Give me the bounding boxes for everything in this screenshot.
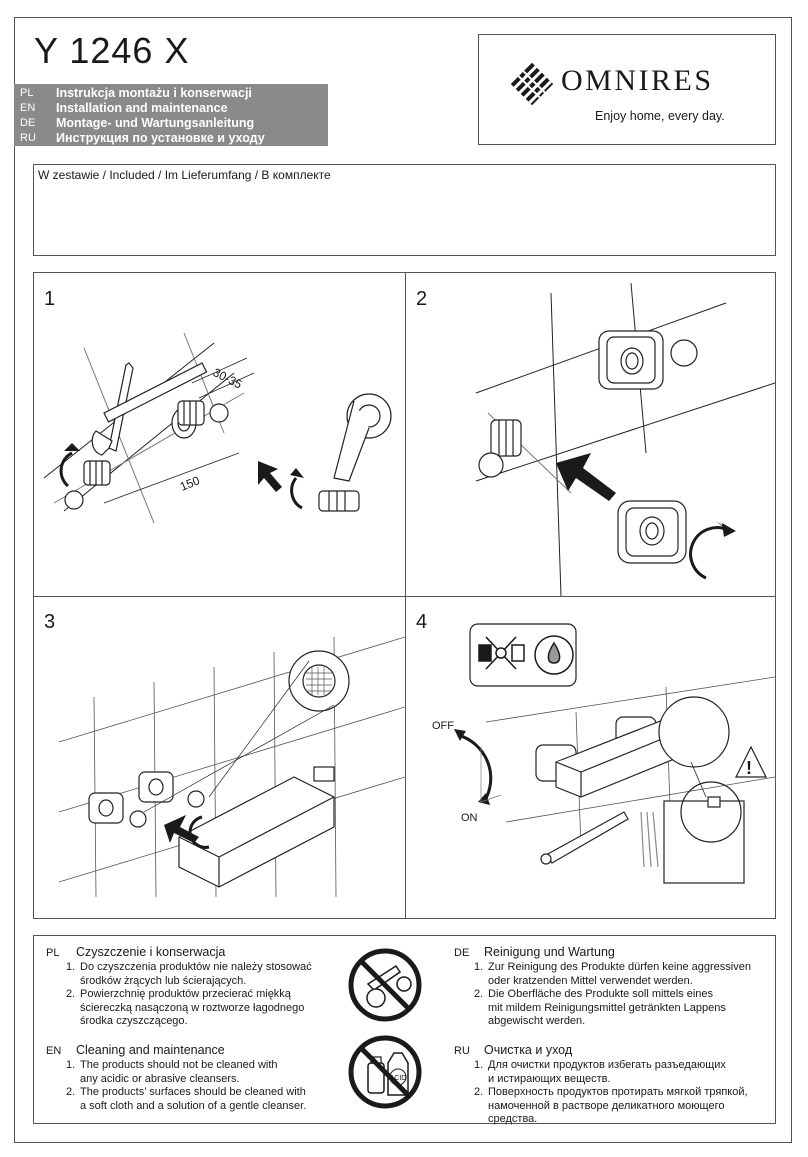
maintenance-pl: PL Czyszczenie i konserwacja 1. Do czyszcz… [46,945,346,1029]
item-number: 2. [474,1086,484,1099]
included-label: W zestawie / Included / Im Lieferumfang … [38,168,331,182]
item-text: Powierzchnię produktów przecierać miękką… [80,988,305,1028]
section-heading: PL Czyszczenie i konserwacja [46,945,346,961]
maintenance-section: PL Czyszczenie i konserwacja 1. Do czyszcz… [33,935,776,1127]
no-abrasive-icon [348,948,422,1022]
item-text: The products’ surfaces should be cleaned… [80,1086,307,1112]
item-number: 2. [66,988,76,1001]
item-text: Zur Reinigung des Produkte dürfen keine … [488,961,751,987]
list-item: 1. Do czyszczenia produktów nie należy st… [46,961,346,988]
model-number: Y 1246 X [34,30,190,71]
item-number: 2. [474,988,484,1001]
on-label: ON [461,812,478,824]
list-item: 2. Powierzchnię produktów przecierać mięk… [46,988,346,1029]
item-text: The products should not be cleaned with … [80,1059,278,1085]
lang-title: Инструкция по установке и уходу [56,131,265,145]
lang-code: EN [20,102,36,114]
grid-divider-horizontal [34,596,775,597]
lang-title: Montage- und Wartungsanleitung [56,116,255,130]
no-acid-icon: ACID [348,1035,422,1109]
item-text: Поверхность продуктов протирать мягкой т… [488,1086,748,1126]
list-item: 2. Die Oberfläche des Produkte soll mitte… [454,988,774,1029]
step-1-number: 1 [44,288,56,310]
instruction-list: 1. Zur Reinigung des Produkte dürfen kein… [454,961,774,1029]
item-number: 1. [474,961,484,973]
step-2-number: 2 [416,288,428,310]
step-1-illustration: 30-35 150 [43,332,392,524]
brand-name: OMNIRES [561,64,714,97]
section-heading: RU Очистка и уход [454,1043,774,1059]
section-title: Cleaning and maintenance [76,1043,225,1057]
maintenance-de: DE Reinigung und Wartung 1. Zur Reinigung … [454,945,774,1029]
lang-title: Installation and maintenance [56,101,228,115]
step-2-illustration [475,282,775,596]
section-heading: DE Reinigung und Wartung [454,945,774,961]
instruction-list: 1. Do czyszczenia produktów nie należy st… [46,961,346,1029]
lang-code: RU [20,132,36,144]
step-4-illustration: ! OFF ON [432,623,775,884]
instruction-list: 1. Для очистки продуктов избегать разъеда… [454,1059,774,1127]
maintenance-ru: RU Очистка и уход 1. Для очистки продуктов… [454,1043,774,1127]
warning-icon: ! [746,758,752,778]
item-text: Die Oberfläche des Produkte soll mittels… [488,988,726,1028]
section-title: Reinigung und Wartung [484,945,615,959]
list-item: 2. The products’ surfaces should be clean… [46,1086,346,1113]
lang-code: DE [20,117,36,129]
step-3-number: 3 [44,611,56,633]
brand-logo-icon [510,62,554,106]
brand-box: OMNIRES Enjoy home, every day. [478,34,776,145]
list-item: 1. Для очистки продуктов избегать разъеда… [454,1059,774,1086]
lang-title: Instrukcja montażu i konserwacji [56,86,252,100]
language-title-bar: PL Instrukcja montażu i konserwacji EN I… [14,84,328,146]
page-frame [14,17,792,1143]
list-item: 1. The products should not be cleaned wit… [46,1059,346,1086]
off-label: OFF [432,720,454,732]
lang-code: PL [20,87,34,99]
steps-grid: 1 [33,272,776,919]
instruction-list: 1. The products should not be cleaned wit… [46,1059,346,1113]
brand-tagline: Enjoy home, every day. [595,109,725,123]
lang-code: RU [454,1045,470,1057]
item-number: 1. [66,961,76,973]
item-number: 2. [66,1086,76,1099]
item-number: 1. [66,1059,76,1071]
acid-label: ACID [390,1075,407,1082]
section-title: Czyszczenie i konserwacja [76,945,226,959]
item-text: Do czyszczenia produktów nie należy stos… [80,961,312,987]
lang-code: DE [454,947,470,959]
grid-divider-vertical [405,273,406,918]
step-3-illustration [58,636,405,898]
dimension-spacing-label: 150 [178,473,202,494]
section-title: Очистка и уход [484,1043,573,1057]
list-item: 2. Поверхность продуктов протирать мягкой… [454,1086,774,1127]
lang-code: EN [46,1045,62,1057]
item-text: Для очистки продуктов избегать разъедающ… [488,1059,726,1085]
step-4-number: 4 [416,611,428,633]
included-box: W zestawie / Included / Im Lieferumfang … [33,164,776,256]
maintenance-en: EN Cleaning and maintenance 1. The product… [46,1043,346,1113]
item-number: 1. [474,1059,484,1071]
lang-code: PL [46,947,60,959]
section-heading: EN Cleaning and maintenance [46,1043,346,1059]
list-item: 1. Zur Reinigung des Produkte dürfen kein… [454,961,774,988]
